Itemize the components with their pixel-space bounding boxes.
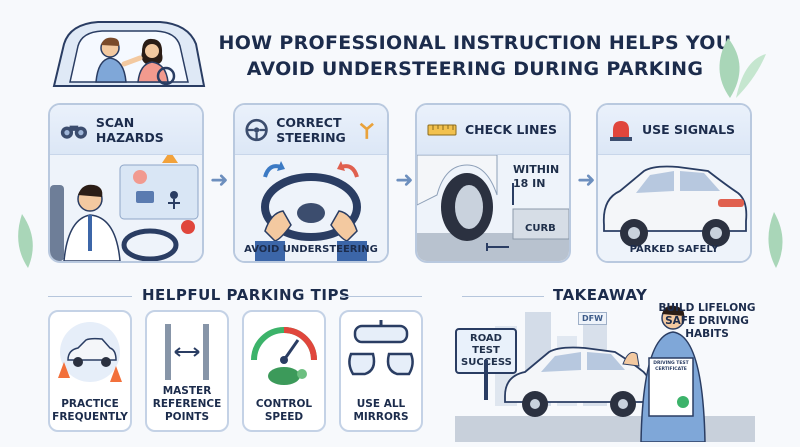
speedometer-turtle-icon (251, 327, 317, 385)
step-card-scan-hazards: SCAN HAZARDS (48, 103, 204, 263)
parked-car-illustration (598, 155, 750, 261)
step-label: CORRECT STEERING (276, 114, 346, 145)
page-title: HOW PROFESSIONAL INSTRUCTION HELPS YOU A… (218, 32, 732, 80)
takeaway-divider-left (462, 296, 544, 297)
steering-wheel-icon (245, 118, 268, 141)
turn-arrows-icon (360, 122, 375, 139)
flow-arrow-2: ➜ (395, 168, 414, 193)
driver-scanning-illustration (50, 151, 202, 261)
step-card-check-lines: CHECK LINES WITHIN 18 IN CURB (415, 103, 571, 263)
step-footer: AVOID UNDERSTEERING (244, 244, 378, 255)
tips-divider-right (340, 296, 422, 297)
instructor-car-illustration (52, 21, 206, 87)
hands-on-wheel-illustration (235, 155, 387, 261)
step-card-correct-steering: CORRECT STEERING AVOID UNDERSTEERING (233, 103, 389, 263)
curb-label: CURB (525, 223, 556, 234)
flow-arrow-3: ➜ (577, 168, 596, 193)
binoculars-icon (60, 125, 87, 139)
flow-arrow-1: ➜ (210, 168, 229, 193)
leaf-decoration-right (719, 38, 766, 98)
tips-divider-left (48, 296, 132, 297)
warning-light-icon (610, 120, 632, 141)
takeaway-illustration (455, 305, 755, 442)
distance-label: WITHIN 18 IN (513, 163, 560, 190)
takeaway-heading: TAKEAWAY (553, 286, 648, 304)
step-label: CHECK LINES (465, 122, 558, 137)
sign-post (484, 360, 488, 400)
dfw-sign: DFW (578, 312, 607, 325)
step-card-use-signals: USE SIGNALS PARKED SAFELY (596, 103, 752, 263)
reference-lines-icon (165, 324, 209, 380)
mirrors-icon (348, 320, 414, 376)
tire-near-curb-illustration (417, 154, 569, 261)
car-with-cones-icon (58, 322, 122, 382)
tips-heading: HELPFUL PARKING TIPS (142, 286, 351, 304)
leaf-decoration-far-right (768, 212, 783, 268)
step-label: USE SIGNALS (642, 122, 736, 137)
ruler-icon (427, 124, 457, 135)
step-footer: PARKED SAFELY (629, 244, 719, 255)
step-label: SCAN HAZARDS (95, 114, 164, 145)
leaf-decoration-left (18, 214, 33, 268)
